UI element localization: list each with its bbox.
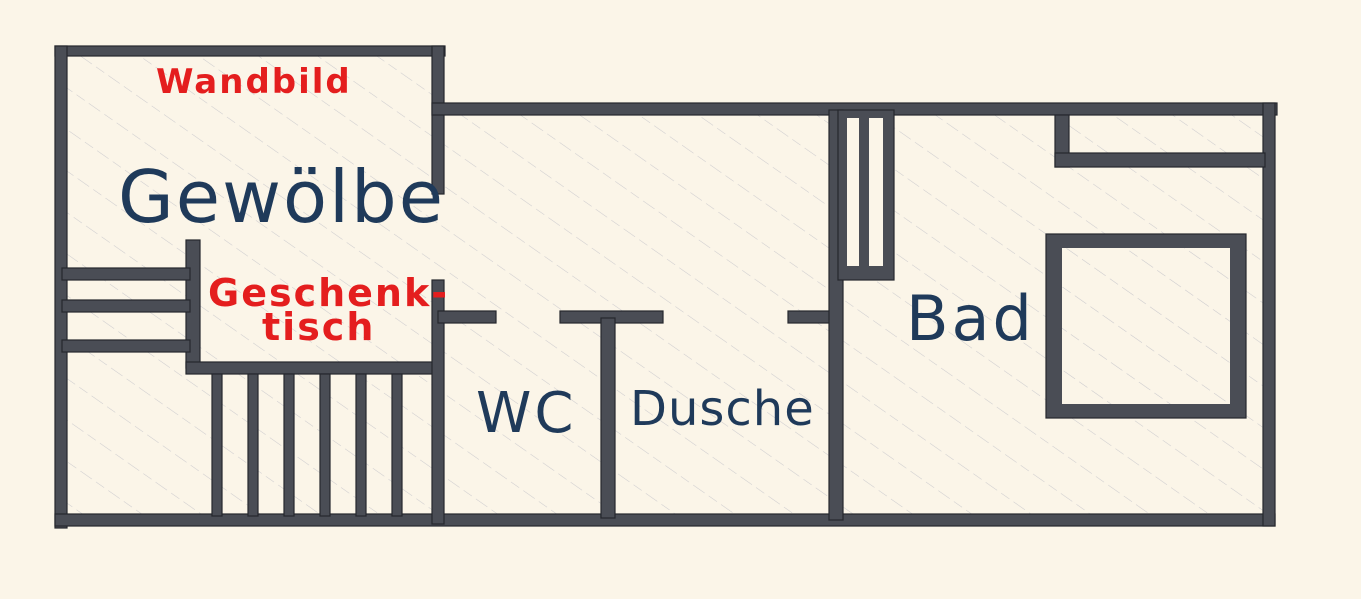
label-wc: WC (476, 381, 576, 446)
wall-shelf (61, 267, 191, 353)
label-gewoelbe: Gewölbe (118, 155, 445, 239)
label-dusche: Dusche (630, 381, 815, 437)
label-geschenktisch-line1: Geschenk- (208, 271, 449, 315)
staircase (211, 373, 403, 517)
outer-walls (54, 45, 1278, 529)
wc-shower-partition (437, 310, 664, 519)
bath-fixtures (1045, 114, 1266, 419)
label-geschenktisch-line2: tisch (262, 305, 375, 349)
label-wandbild: Wandbild (156, 62, 352, 102)
shaft (837, 109, 895, 281)
label-bad: Bad (906, 282, 1035, 355)
